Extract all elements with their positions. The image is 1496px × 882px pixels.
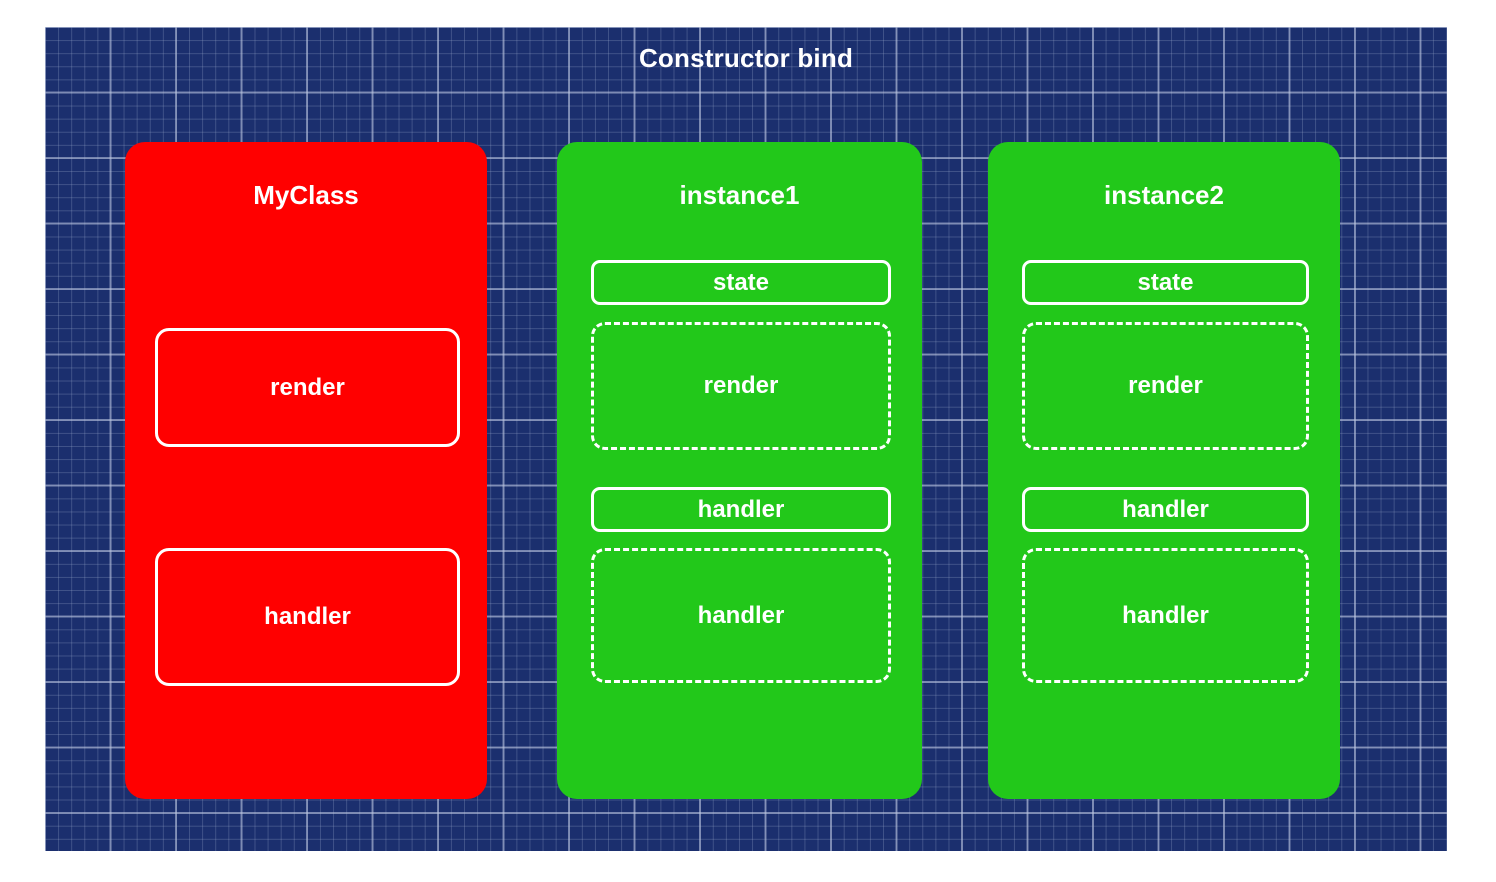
diagram-title: Constructor bind bbox=[638, 43, 854, 73]
card-myclass[interactable]: MyClass render handler bbox=[125, 142, 487, 799]
card-instance1[interactable]: instance1 state render handler handler bbox=[557, 142, 922, 799]
slot-myclass-handler[interactable]: handler bbox=[155, 548, 460, 686]
slot-instance1-handler-ref[interactable]: handler bbox=[591, 487, 891, 532]
slot-instance2-handler-bound[interactable]: handler bbox=[1022, 548, 1309, 683]
card-title-myclass: MyClass bbox=[253, 180, 359, 210]
card-title-instance1: instance1 bbox=[679, 180, 800, 210]
slot-instance2-state[interactable]: state bbox=[1022, 260, 1309, 305]
slot-instance2-render[interactable]: render bbox=[1022, 322, 1309, 450]
slot-instance1-handler-bound[interactable]: handler bbox=[591, 548, 891, 683]
slot-myclass-render[interactable]: render bbox=[155, 328, 460, 447]
slot-instance2-handler-ref[interactable]: handler bbox=[1022, 487, 1309, 532]
slot-instance1-render[interactable]: render bbox=[591, 322, 891, 450]
card-instance2[interactable]: instance2 state render handler handler bbox=[988, 142, 1340, 799]
diagram-canvas: Constructor bind MyClass render handler … bbox=[45, 27, 1447, 851]
slot-instance1-state[interactable]: state bbox=[591, 260, 891, 305]
card-title-instance2: instance2 bbox=[1104, 180, 1224, 210]
